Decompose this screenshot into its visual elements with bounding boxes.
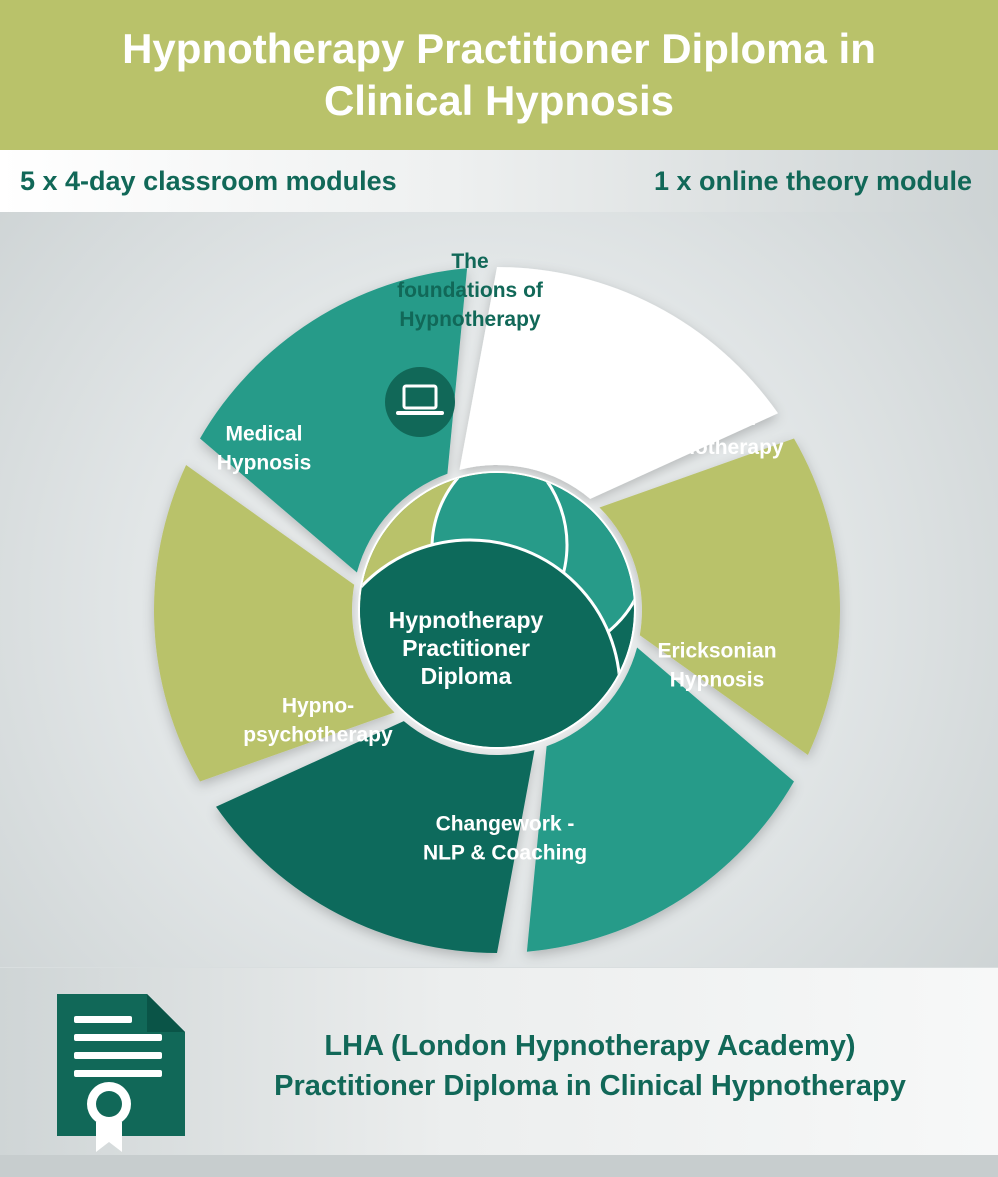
segment-2-label-line-1: Solution bbox=[671, 378, 755, 401]
certificate-line-1 bbox=[74, 1016, 132, 1023]
center-label-line-2: Practitioner bbox=[402, 635, 530, 661]
segment-1-label-line-2: foundations of bbox=[397, 279, 544, 302]
wheel-segment-4 bbox=[216, 721, 535, 954]
certificate-line-4 bbox=[74, 1070, 162, 1077]
segment-6-label-line-2: Hypnosis bbox=[217, 452, 312, 475]
segment-3-label-line-1: Ericksonian bbox=[657, 640, 776, 663]
certificate-line-3 bbox=[74, 1052, 162, 1059]
page-header: Hypnotherapy Practitioner Diploma in Cli… bbox=[0, 0, 998, 150]
module-summary-bar: 5 x 4-day classroom modules 1 x online t… bbox=[0, 150, 998, 212]
laptop-screen bbox=[402, 384, 438, 410]
wheel-segment-1 bbox=[459, 267, 778, 499]
footer-accreditation: LHA (London Hypnotherapy Academy) Practi… bbox=[190, 1026, 990, 1106]
segment-4-label-line-1: Changework - bbox=[436, 813, 575, 836]
certificate-ribbon bbox=[96, 1122, 122, 1152]
center-label-line-3: Diploma bbox=[421, 663, 512, 689]
wheel-segment-6 bbox=[200, 268, 468, 573]
center-dark-overlay bbox=[360, 540, 620, 747]
center-label-line-1: Hypnotherapy bbox=[389, 607, 544, 633]
footer-panel: LHA (London Hypnotherapy Academy) Practi… bbox=[0, 968, 998, 1155]
wheel-segment-2 bbox=[599, 438, 841, 755]
wheel-segment-3 bbox=[526, 647, 794, 952]
classroom-modules-label: 5 x 4-day classroom modules bbox=[20, 166, 397, 196]
segment-1-label-line-3: Hypnotherapy bbox=[399, 308, 541, 331]
segment-1-label-line-1: The bbox=[451, 250, 488, 273]
wheel-segment-5 bbox=[153, 465, 395, 782]
segment-2-label-line-3: Hypnotherapy bbox=[642, 436, 784, 459]
footer-line-2: Practitioner Diploma in Clinical Hypnoth… bbox=[274, 1070, 906, 1102]
certificate-fold bbox=[147, 994, 185, 1032]
laptop-base bbox=[396, 411, 444, 415]
certificate-icon bbox=[57, 994, 185, 1152]
online-module-label: 1 x online theory module bbox=[653, 166, 972, 196]
segment-2-label-line-2: Focused bbox=[670, 407, 756, 430]
segment-4-label-line-2: NLP & Coaching bbox=[423, 842, 587, 865]
certificate-line-2 bbox=[74, 1034, 162, 1041]
segment-6-label-line-1: Medical bbox=[225, 423, 302, 446]
laptop-icon bbox=[385, 367, 455, 437]
laptop-icon-badge bbox=[385, 367, 455, 437]
segment-3-label-line-2: Hypnosis bbox=[670, 669, 765, 692]
footer-strip bbox=[0, 1155, 998, 1177]
segment-5-label-line-2: psychotherapy bbox=[243, 724, 393, 747]
footer-line-1: LHA (London Hypnotherapy Academy) bbox=[324, 1030, 856, 1062]
segment-5-label-line-1: Hypno- bbox=[282, 695, 354, 718]
page-title: Hypnotherapy Practitioner Diploma in Cli… bbox=[122, 25, 876, 124]
certificate-seal-inner bbox=[96, 1091, 122, 1117]
